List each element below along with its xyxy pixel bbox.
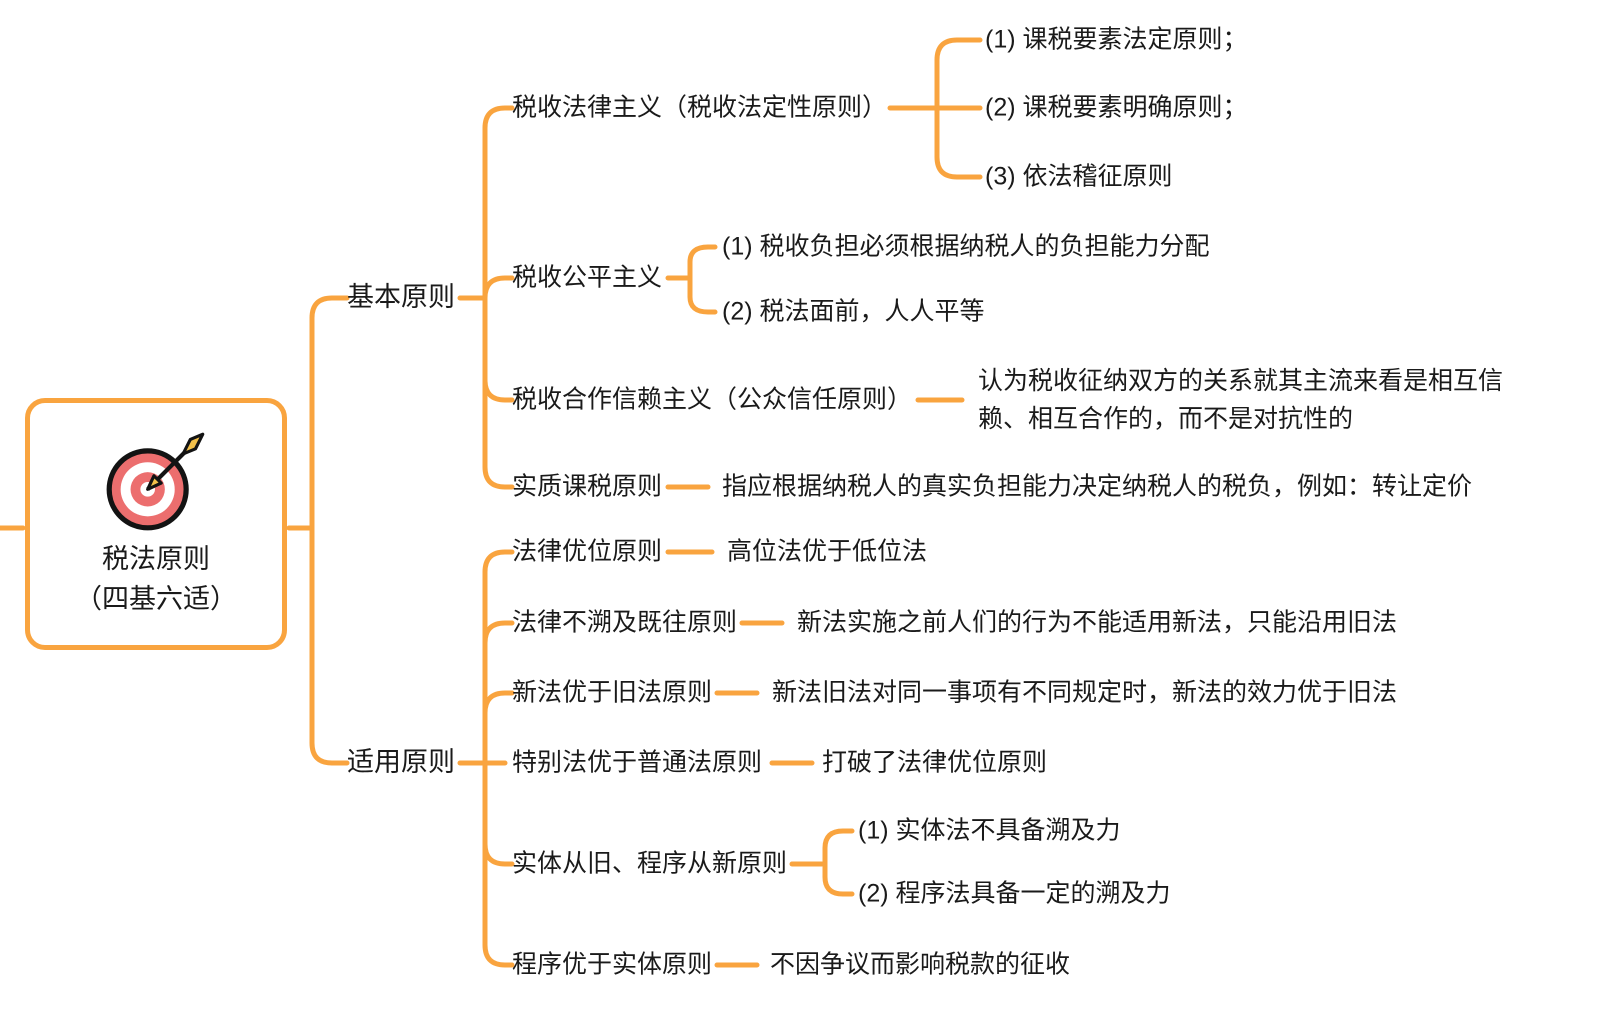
topic-special-law-priority[interactable]: 特别法优于普通法原则: [512, 748, 763, 777]
topic-substance-old-item-1[interactable]: (1) 实体法不具备溯及力: [858, 816, 1121, 845]
root-subtitle: （四基六适）: [75, 584, 237, 614]
topic-substantive-taxation-note[interactable]: 指应根据纳税人的真实负担能力决定纳税人的税负，例如：转让定价: [722, 472, 1473, 501]
topic-substantive-taxation[interactable]: 实质课税原则: [512, 472, 663, 501]
topic-cooperative-trust[interactable]: 税收合作信赖主义（公众信任原则）: [512, 385, 913, 414]
topic-tax-fairness-item-1[interactable]: (1) 税收负担必须根据纳税人的负担能力分配: [722, 232, 1210, 261]
root-node[interactable]: 税法原则 （四基六适）: [25, 398, 287, 650]
topic-substance-old-procedure-new[interactable]: 实体从旧、程序从新原则: [512, 849, 788, 878]
topic-tax-legalism[interactable]: 税收法律主义（税收法定性原则）: [512, 93, 888, 122]
topic-substance-old-item-2[interactable]: (2) 程序法具备一定的溯及力: [858, 879, 1171, 908]
topic-procedure-over-substance-note[interactable]: 不因争议而影响税款的征收: [770, 950, 1071, 979]
topic-new-law-priority-note[interactable]: 新法旧法对同一事项有不同规定时，新法的效力优于旧法: [772, 678, 1398, 707]
topic-tax-legalism-item-2[interactable]: (2) 课税要素明确原则；: [985, 93, 1248, 122]
topic-special-law-priority-note[interactable]: 打破了法律优位原则: [822, 748, 1048, 777]
root-title: 税法原则: [102, 544, 210, 574]
target-arrow-icon: [106, 432, 205, 531]
topic-tax-legalism-item-3[interactable]: (3) 依法稽征原则: [985, 162, 1173, 191]
branch-application-principles[interactable]: 适用原则: [347, 747, 455, 778]
topic-non-retroactivity-note[interactable]: 新法实施之前人们的行为不能适用新法，只能沿用旧法: [797, 608, 1398, 637]
topic-tax-fairness-item-2[interactable]: (2) 税法面前，人人平等: [722, 297, 985, 326]
topic-new-law-priority[interactable]: 新法优于旧法原则: [512, 678, 713, 707]
topic-law-superiority[interactable]: 法律优位原则: [512, 537, 663, 566]
topic-tax-legalism-item-1[interactable]: (1) 课税要素法定原则；: [985, 25, 1248, 54]
branch-basic-principles[interactable]: 基本原则: [347, 282, 455, 313]
topic-tax-fairness[interactable]: 税收公平主义: [512, 263, 663, 292]
topic-procedure-over-substance[interactable]: 程序优于实体原则: [512, 950, 713, 979]
topic-cooperative-trust-note[interactable]: 认为税收征纳双方的关系就其主流来看是相互信赖、相互合作的，而不是对抗性的: [978, 367, 1504, 433]
topic-non-retroactivity[interactable]: 法律不溯及既往原则: [512, 608, 738, 637]
topic-law-superiority-note[interactable]: 高位法优于低位法: [727, 537, 928, 566]
